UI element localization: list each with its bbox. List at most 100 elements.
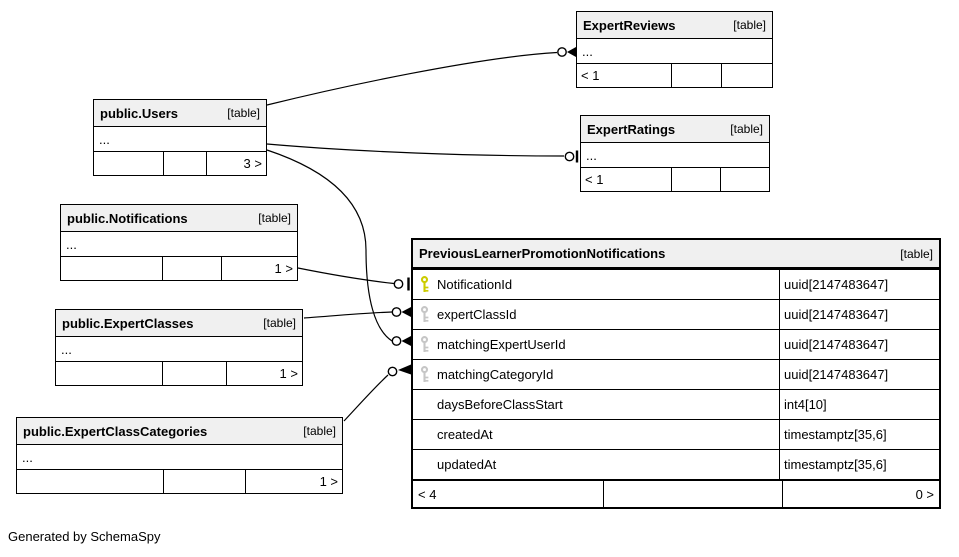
table-users[interactable]: public.Users [table] ... 3 > <box>93 99 267 176</box>
table-footer: 3 > <box>94 152 266 175</box>
collapsed-columns-ellipsis: ... <box>17 445 342 470</box>
table-footer: < 1 <box>577 64 772 87</box>
column-row: updatedAt timestamptz[35,6] <box>413 449 939 479</box>
table-type-tag: [table] <box>730 122 763 136</box>
children-count: < 1 <box>585 172 604 187</box>
table-name[interactable]: public.Users <box>100 105 179 121</box>
column-type: uuid[2147483647] <box>779 270 939 299</box>
footer-cell <box>721 64 772 87</box>
column-type: uuid[2147483647] <box>779 360 939 389</box>
footer-cell <box>56 362 162 385</box>
table-type-tag: [table] <box>733 18 766 32</box>
column-name: matchingExpertUserId <box>437 337 566 352</box>
zero-or-many-connector-matchingexpertuserid <box>391 336 411 346</box>
generator-credit: Generated by SchemaSpy <box>8 529 161 544</box>
footer-cell <box>61 257 162 280</box>
table-name[interactable]: public.Notifications <box>67 210 188 226</box>
column-type: uuid[2147483647] <box>779 330 939 359</box>
column-name: expertClassId <box>437 307 517 322</box>
column-row: matchingCategoryId uuid[2147483647] <box>413 359 939 389</box>
zero-or-many-connector-expertreviews <box>557 47 576 57</box>
table-header[interactable]: PreviousLearnerPromotionNotifications [t… <box>413 240 939 269</box>
table-type-tag: [table] <box>303 424 336 438</box>
edge-users-expertratings <box>266 143 565 157</box>
column-name: NotificationId <box>437 277 513 292</box>
foreign-key-icon <box>420 306 429 322</box>
table-footer: 1 > <box>17 470 342 493</box>
zero-or-many-connector-matchingcategoryid <box>387 364 411 377</box>
table-previous-learner-promotion-notifications[interactable]: PreviousLearnerPromotionNotifications [t… <box>411 238 941 509</box>
column-name: daysBeforeClassStart <box>437 397 563 412</box>
collapsed-columns-ellipsis: ... <box>94 127 266 152</box>
table-expert-reviews[interactable]: ExpertReviews [table] ... < 1 <box>576 11 773 88</box>
table-header[interactable]: ExpertRatings [table] <box>581 116 769 143</box>
column-type: int4[10] <box>779 390 939 419</box>
table-header[interactable]: public.Users [table] <box>94 100 266 127</box>
table-expert-ratings[interactable]: ExpertRatings [table] ... < 1 <box>580 115 770 192</box>
table-name[interactable]: ExpertRatings <box>587 121 676 137</box>
footer-cell <box>720 168 769 191</box>
table-footer: < 1 <box>581 168 769 191</box>
primary-key-icon <box>420 276 429 292</box>
parents-count: 1 > <box>244 470 343 493</box>
table-name[interactable]: ExpertReviews <box>583 17 676 33</box>
footer-cell <box>163 470 244 493</box>
collapsed-columns-ellipsis: ... <box>581 143 769 168</box>
footer-cell <box>671 168 720 191</box>
table-header[interactable]: public.ExpertClasses [table] <box>56 310 302 337</box>
footer-cell <box>670 64 722 87</box>
table-expert-class-categories[interactable]: public.ExpertClassCategories [table] ...… <box>16 417 343 494</box>
edge-notifications-notificationid <box>297 267 395 285</box>
footer-cell <box>161 362 226 385</box>
table-expert-classes[interactable]: public.ExpertClasses [table] ... 1 > <box>55 309 303 386</box>
table-name[interactable]: public.ExpertClassCategories <box>23 423 208 439</box>
parents-count: 0 > <box>782 481 939 507</box>
parents-count: 3 > <box>205 152 266 175</box>
edge-users-matchingexpertuserid <box>266 149 393 342</box>
footer-cell <box>94 152 163 175</box>
zero-or-one-connector-expertratings <box>564 150 579 163</box>
zero-or-one-connector-notificationid <box>393 277 410 291</box>
children-count: < 1 <box>581 68 600 83</box>
table-name[interactable]: public.ExpertClasses <box>62 315 194 331</box>
column-row: matchingExpertUserId uuid[2147483647] <box>413 329 939 359</box>
zero-or-many-connector-expertclassid <box>391 307 411 317</box>
footer-cell <box>603 481 782 507</box>
column-row: createdAt timestamptz[35,6] <box>413 419 939 449</box>
column-row: NotificationId uuid[2147483647] <box>413 269 939 299</box>
column-type: timestamptz[35,6] <box>779 450 939 479</box>
parents-count: 1 > <box>221 257 297 280</box>
column-type: uuid[2147483647] <box>779 300 939 329</box>
column-row: expertClassId uuid[2147483647] <box>413 299 939 329</box>
edge-users-expertreviews <box>266 51 558 106</box>
collapsed-columns-ellipsis: ... <box>577 39 772 64</box>
column-name: createdAt <box>437 427 493 442</box>
edge-categories-matchingcategoryid <box>343 374 389 422</box>
children-count: < 4 <box>418 486 437 502</box>
table-footer: 1 > <box>56 362 302 385</box>
table-type-tag: [table] <box>258 211 291 225</box>
table-header[interactable]: public.Notifications [table] <box>61 205 297 232</box>
edge-expertclasses-expertclassid <box>303 311 393 319</box>
table-type-tag: [table] <box>263 316 296 330</box>
table-type-tag: [table] <box>900 246 933 261</box>
table-footer: 1 > <box>61 257 297 280</box>
footer-cell <box>162 257 221 280</box>
collapsed-columns-ellipsis: ... <box>61 232 297 257</box>
table-name[interactable]: PreviousLearnerPromotionNotifications <box>419 246 666 261</box>
column-row: daysBeforeClassStart int4[10] <box>413 389 939 419</box>
foreign-key-icon <box>420 336 429 352</box>
table-footer: < 4 0 > <box>413 479 939 507</box>
table-notifications[interactable]: public.Notifications [table] ... 1 > <box>60 204 298 281</box>
parents-count: 1 > <box>225 362 302 385</box>
foreign-key-icon <box>420 366 429 382</box>
table-type-tag: [table] <box>227 106 260 120</box>
table-header[interactable]: public.ExpertClassCategories [table] <box>17 418 342 445</box>
footer-cell <box>162 152 206 175</box>
footer-cell <box>17 470 163 493</box>
column-name: matchingCategoryId <box>437 367 554 382</box>
table-header[interactable]: ExpertReviews [table] <box>577 12 772 39</box>
collapsed-columns-ellipsis: ... <box>56 337 302 362</box>
